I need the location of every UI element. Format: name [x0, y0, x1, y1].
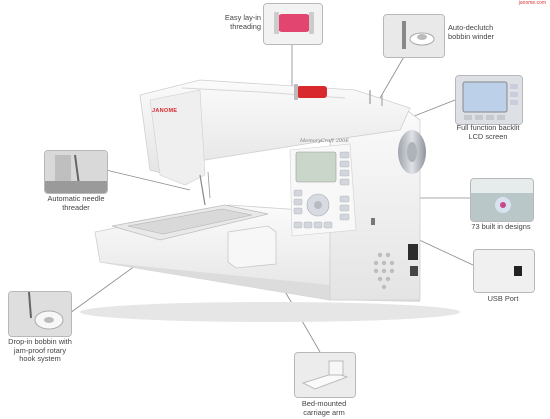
threading-label-line1: Easy lay-in — [224, 13, 261, 22]
bobbin-label-line3: hook system — [19, 354, 61, 364]
lcd-screen-thumbnail — [455, 75, 523, 125]
carriage-label: Bed-mounted carriage arm — [284, 399, 364, 417]
declutch-label-line1: Auto-declutch — [448, 23, 494, 32]
needle-label-line1: Automatic needle — [47, 194, 105, 203]
usb-label-line1: USB Port — [487, 294, 519, 303]
website-url: janome.com — [518, 0, 546, 6]
needle-label-line2: threader — [62, 202, 90, 212]
designs-label: 73 built in designs — [460, 222, 542, 232]
leader-needle — [105, 169, 191, 191]
bobbin-label: Drop-in bobbin with jam-proof rotary hoo… — [0, 337, 80, 364]
lcd-label-line2: LCD screen — [468, 131, 508, 141]
needle-label: Automatic needle threader — [36, 194, 116, 212]
built-in-designs-thumbnail — [470, 178, 534, 222]
designs-label-line1: 73 built in designs — [471, 222, 531, 231]
needle-threader-thumbnail — [44, 150, 108, 194]
carriage-label-line1: Bed-mounted — [301, 399, 347, 408]
threading-thumbnail — [263, 3, 323, 45]
carriage-label-line2: carriage arm — [303, 407, 345, 417]
leader-declutch — [379, 54, 406, 99]
bobbin-label-line1: Drop-in bobbin with — [8, 337, 72, 346]
lcd-label-line1: Full function backlit — [456, 123, 520, 132]
lcd-label: Full function backlit LCD screen — [448, 123, 528, 141]
drop-in-bobbin-thumbnail — [8, 291, 72, 337]
bobbin-label-line2: jam-proof rotary — [13, 345, 67, 355]
brand-logo: JANOME — [152, 108, 178, 114]
carriage-arm-thumbnail — [294, 352, 356, 398]
model-name: MemoryCraft 200E — [300, 138, 349, 144]
declutch-label-line2: bobbin winder — [448, 31, 495, 41]
usb-port-thumbnail — [473, 249, 535, 293]
bobbin-winder-thumbnail — [383, 14, 445, 58]
declutch-label: Auto-declutch bobbin winder — [448, 23, 495, 41]
usb-label: USB Port — [473, 294, 533, 304]
threading-label-line2: threading — [230, 22, 261, 31]
